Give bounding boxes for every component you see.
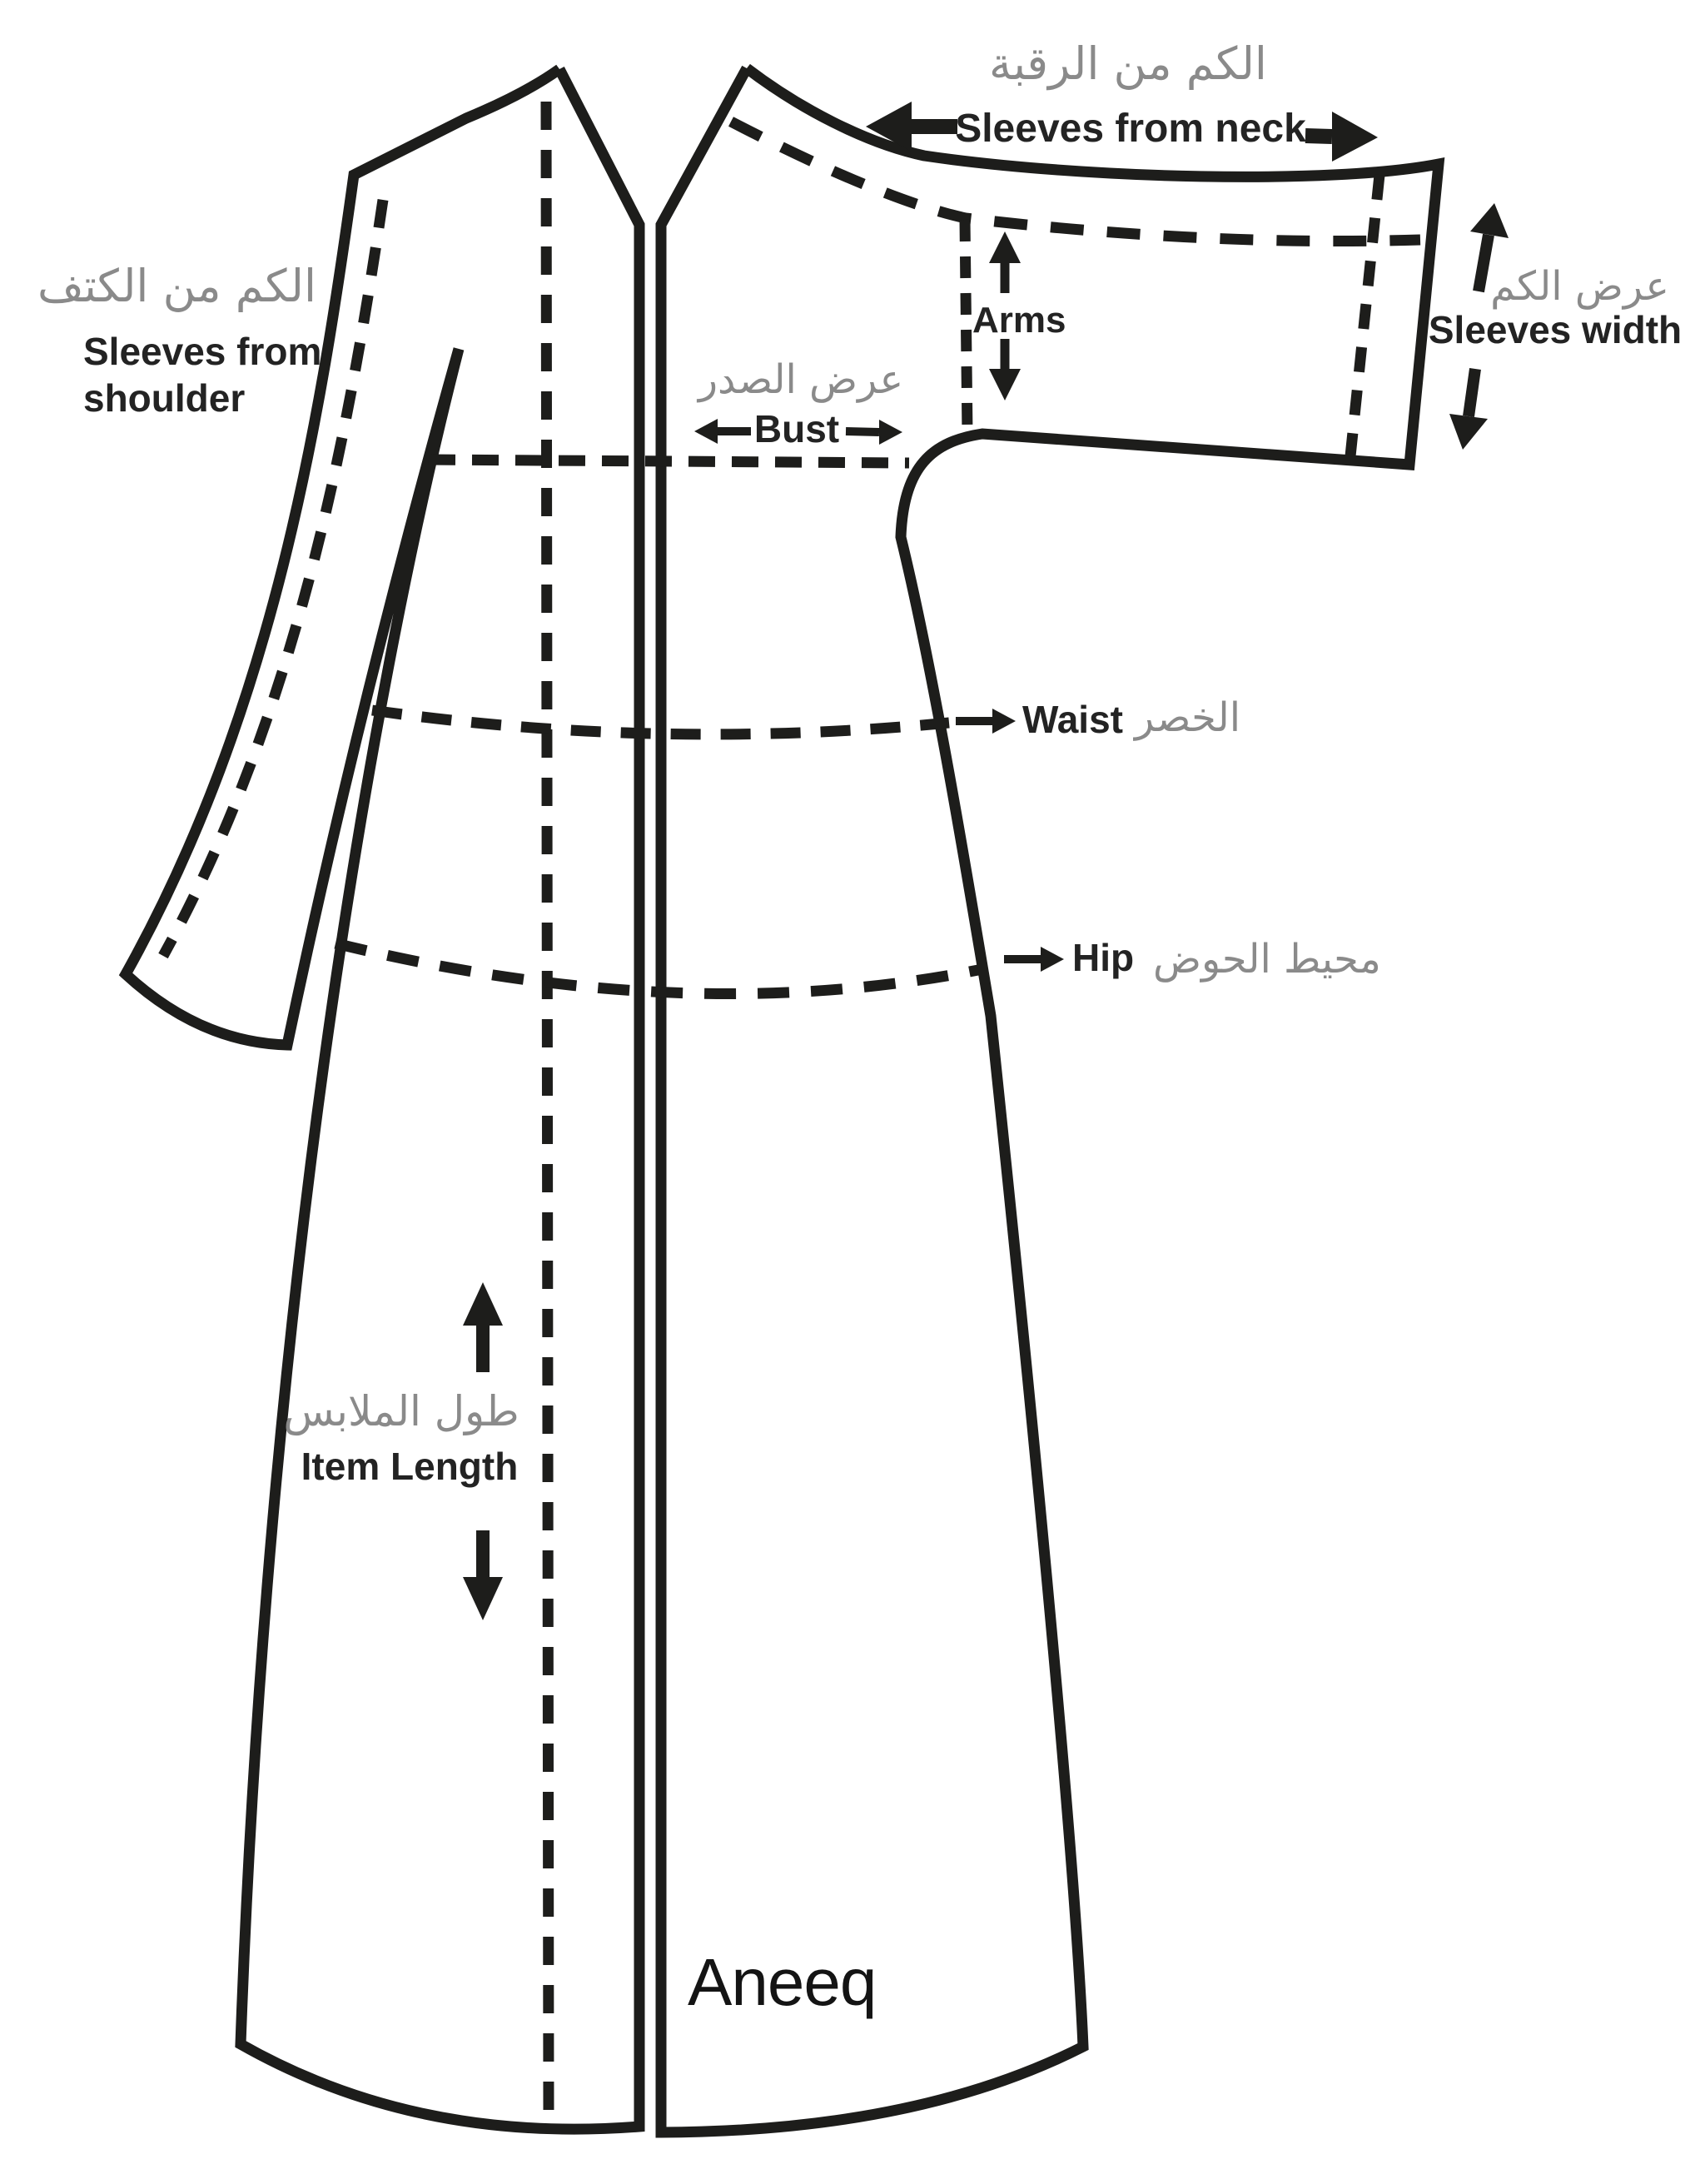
sleeves-from-shoulder-label-ar: الكم من الكتف [37, 260, 316, 312]
cuff-dashed-line [1345, 174, 1385, 457]
item-length-arrow-up-icon [463, 1282, 503, 1372]
arms-arrow-down-icon [989, 339, 1021, 400]
arms-dashed-line [959, 219, 973, 435]
labels: الكم من الرقبة Sleeves from neck الكم من… [37, 37, 1682, 2019]
hip-label-ar: محيط الحوض [1153, 936, 1381, 983]
arrow-right-icon [1305, 112, 1378, 162]
sleeves-from-shoulder-label-en-line1: Sleeves from [83, 330, 321, 373]
bust-dashed-line [428, 454, 910, 469]
sleeves-from-neck-label-ar: الكم من الرقبة [989, 37, 1267, 90]
sleeve-width-arrow-up-icon [1470, 203, 1509, 293]
neckline-dashed-line [728, 117, 1421, 247]
brand-name: Aneeq [688, 1945, 876, 2019]
measure-lines [158, 101, 1421, 2117]
garment-outline [118, 63, 1445, 2138]
sleeves-width-label-en: Sleeves width [1429, 308, 1682, 351]
sleeve-inner-dashed-line [158, 199, 389, 959]
hip-dashed-line [334, 938, 980, 999]
arrows [463, 102, 1509, 1620]
bust-arrow-left-icon [694, 419, 751, 444]
sleeves-from-neck-label-en: Sleeves from neck [955, 107, 1306, 151]
sleeve-width-arrow-down-icon [1449, 368, 1488, 450]
arms-arrow-up-icon [989, 231, 1021, 293]
sleeves-width-label-ar: عرض الكم [1490, 263, 1669, 310]
arrow-left-icon [866, 102, 957, 152]
item-length-label-ar: طول الملابس [283, 1387, 519, 1435]
item-length-arrow-down-icon [463, 1530, 503, 1620]
item-length-label-en: Item Length [301, 1445, 519, 1488]
bust-label-en: Bust [754, 407, 839, 450]
bust-arrow-right-icon [845, 420, 902, 445]
waist-label-en: Waist [1022, 698, 1123, 741]
center-front-dashed-line [540, 101, 554, 2117]
hip-arrow-icon [1004, 947, 1064, 972]
bust-label-ar: عرض الصدر [697, 356, 903, 403]
hip-label-en: Hip [1072, 936, 1134, 979]
sleeves-from-shoulder-label-en-line2: shoulder [83, 376, 245, 420]
left-panel-outline [118, 64, 645, 2135]
right-panel-outline [655, 63, 1445, 2138]
waist-label-ar: الخصر [1133, 694, 1240, 741]
arms-label: Arms [972, 300, 1066, 341]
waist-arrow-icon [956, 709, 1016, 734]
